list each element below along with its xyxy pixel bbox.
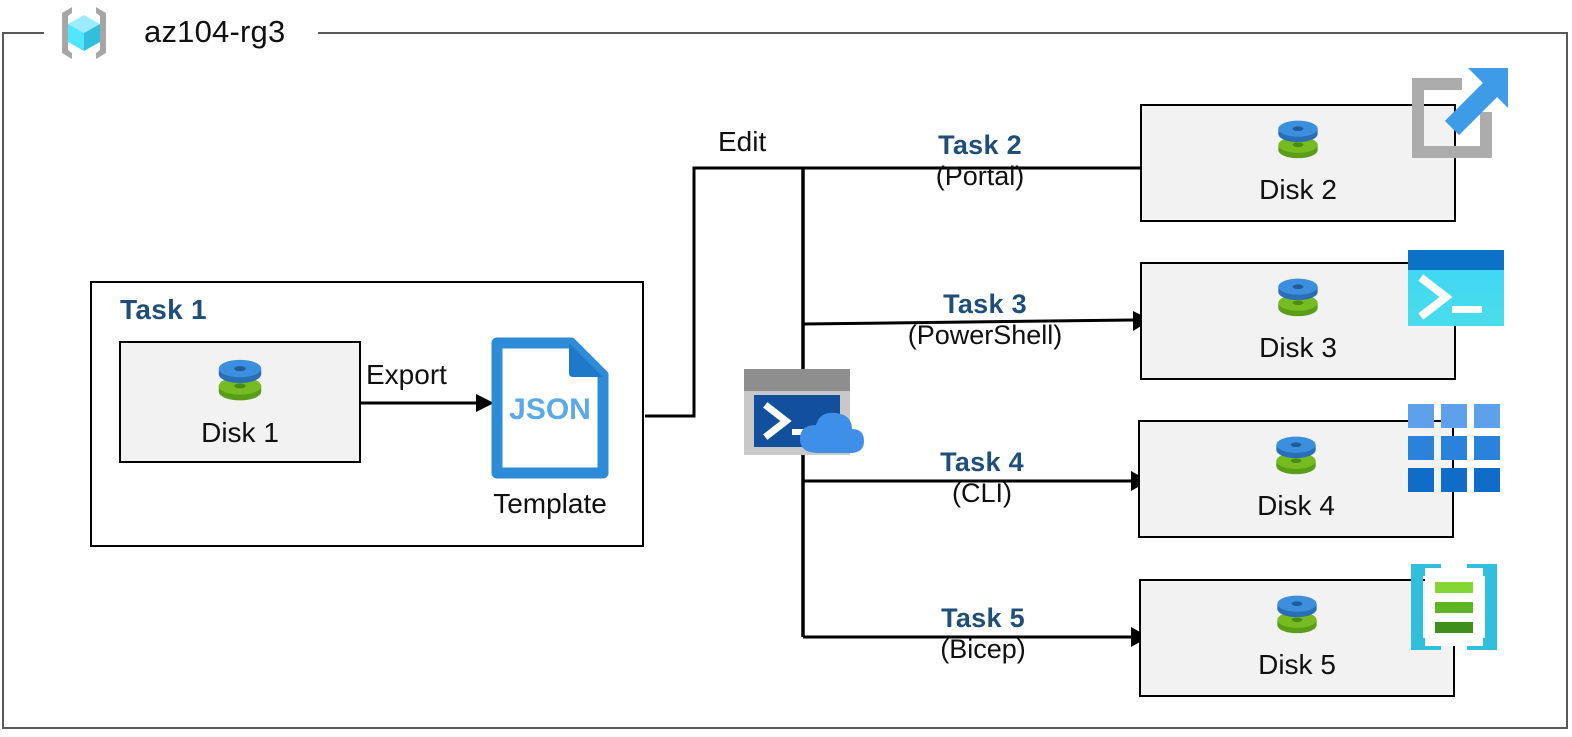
cloud-shell-icon — [742, 367, 866, 459]
task5-label: Task 5 — [941, 603, 1025, 633]
managed-disk-icon — [1271, 276, 1325, 331]
powershell-icon — [1408, 250, 1504, 326]
arrow-right-icon — [360, 394, 494, 412]
azure-portal-icon — [1408, 62, 1514, 162]
task2-label-group: Task 2 (Portal) — [850, 131, 1110, 192]
task3-method: (PowerShell) — [907, 320, 1063, 351]
disk5-caption: Disk 5 — [1258, 649, 1336, 680]
managed-disk-icon — [211, 357, 269, 416]
template-caption: Template — [493, 488, 607, 519]
resource-group-cube-icon — [52, 3, 116, 63]
task2-method: (Portal) — [935, 161, 1025, 192]
export-label: Export — [366, 359, 447, 390]
disk3-caption: Disk 3 — [1259, 332, 1337, 363]
disk5-box: Disk 5 — [1139, 579, 1455, 697]
task5-label-group: Task 5 (Bicep) — [853, 604, 1113, 665]
task4-method: (CLI) — [952, 478, 1012, 509]
managed-disk-icon — [1270, 593, 1324, 648]
disk1-box: Disk 1 — [119, 341, 361, 463]
json-file-icon: JSON — [491, 337, 609, 479]
edit-label: Edit — [718, 126, 767, 157]
disk1-caption: Disk 1 — [201, 417, 279, 448]
task4-label-group: Task 4 (CLI) — [852, 448, 1112, 509]
resource-group-frame — [2, 32, 1568, 729]
azure-cli-icon — [1408, 404, 1500, 492]
disk3-box: Disk 3 — [1140, 262, 1456, 380]
task1-label: Task 1 — [120, 294, 207, 325]
svg-text:JSON: JSON — [509, 393, 591, 426]
task5-method: (Bicep) — [940, 634, 1026, 665]
disk4-box: Disk 4 — [1138, 420, 1454, 538]
managed-disk-icon — [1269, 434, 1323, 489]
task2-label: Task 2 — [938, 130, 1022, 160]
bicep-icon — [1407, 560, 1501, 654]
task3-label-group: Task 3 (PowerShell) — [855, 290, 1115, 351]
managed-disk-icon — [1271, 118, 1325, 173]
disk2-caption: Disk 2 — [1259, 174, 1337, 205]
disk4-caption: Disk 4 — [1257, 490, 1335, 521]
resource-group-name: az104-rg3 — [144, 14, 286, 49]
task4-label: Task 4 — [940, 447, 1024, 477]
task3-label: Task 3 — [943, 289, 1027, 319]
disk2-box: Disk 2 — [1140, 104, 1456, 222]
